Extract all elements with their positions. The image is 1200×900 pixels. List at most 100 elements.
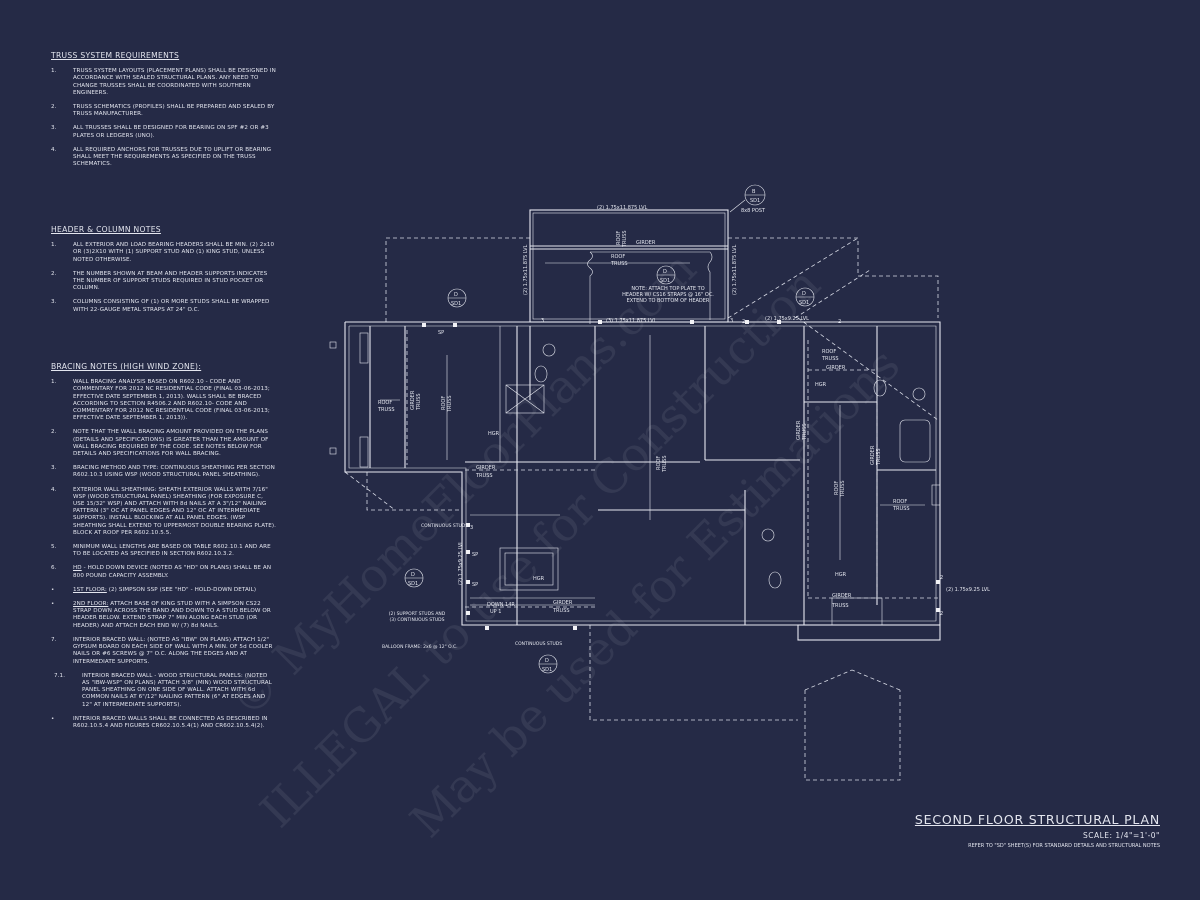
svg-text:HGR: HGR <box>533 576 545 582</box>
note-label: 1ST FLOOR: <box>73 586 107 593</box>
svg-text:2: 2 <box>940 611 943 617</box>
svg-text:2: 2 <box>742 319 745 325</box>
note-item: 3. BRACING METHOD AND TYPE: CONTINUOUS SH… <box>48 465 276 479</box>
note-number: 7.1. <box>54 672 66 679</box>
watermark: © MyHomeFloorPlans.com ILLEGAL to use fo… <box>220 241 910 848</box>
note-item: 2.NOTE THAT THE WALL BRACING AMOUNT PROV… <box>48 429 276 458</box>
svg-text:3: 3 <box>470 525 473 531</box>
note-item: 1.WALL BRACING ANALYSIS BASED ON R602.10… <box>48 379 276 422</box>
support-studs-note: (2) SUPPORT STUDS AND (3) CONTINUOUS STU… <box>388 612 446 623</box>
note-body: ALL TRUSSES SHALL BE DESIGNED FOR BEARIN… <box>73 125 269 139</box>
note-item: •INTERIOR BRACED WALLS SHALL BE CONNECTE… <box>48 716 276 730</box>
svg-text:BALLOON FRAME: 2x6 @ 12" O.C.: BALLOON FRAME: 2x6 @ 12" O.C. <box>382 644 458 650</box>
svg-text:HGR: HGR <box>835 572 847 578</box>
note-body: WALL BRACING ANALYSIS BASED ON R602.10 -… <box>73 379 270 422</box>
support-posts <box>422 320 940 630</box>
note-body: INTERIOR BRACED WALL: (NOTED AS "IBW" ON… <box>73 636 273 665</box>
svg-text:SP: SP <box>472 582 478 588</box>
note-text: INTERIOR BRACED WALL: (NOTED AS "IBW" ON… <box>73 637 276 666</box>
note-number: 7. <box>51 636 57 643</box>
svg-text:D: D <box>411 572 415 578</box>
svg-text:GIRDER: GIRDER <box>410 390 416 410</box>
note-text: MINIMUM WALL LENGTHS ARE BASED ON TABLE … <box>73 544 276 558</box>
svg-text:ROOF: ROOF <box>822 349 836 355</box>
note-text: TRUSS SYSTEM LAYOUTS (PLACEMENT PLANS) S… <box>73 68 276 97</box>
svg-text:TRUSS: TRUSS <box>377 407 395 413</box>
svg-text:(2) 1.75x11.875 LVL: (2) 1.75x11.875 LVL <box>523 244 529 295</box>
note-item: 4. EXTERIOR WALL SHEATHING: SHEATH EXTERI… <box>48 487 276 537</box>
svg-text:GIRDER: GIRDER <box>870 445 876 465</box>
svg-text:GIRDER: GIRDER <box>826 365 846 371</box>
note-body: EXTERIOR WALL SHEATHING: SHEATH EXTERIOR… <box>73 486 276 536</box>
svg-text:ROOF: ROOF <box>834 481 840 495</box>
svg-text:SD1: SD1 <box>750 198 760 204</box>
note-number: 4. <box>51 486 57 493</box>
svg-text:DOWN 14R: DOWN 14R <box>487 602 515 608</box>
note-item: 6.HD - HOLD DOWN DEVICE (NOTED AS "HD" O… <box>48 565 276 579</box>
svg-text:UP 1: UP 1 <box>490 609 501 615</box>
note-text: BRACING METHOD AND TYPE: CONTINUOUS SHEA… <box>73 465 276 479</box>
svg-text:ROOF: ROOF <box>378 400 392 406</box>
svg-text:ROOF: ROOF <box>893 499 907 505</box>
svg-text:(2) 1.75x9.25 LVL: (2) 1.75x9.25 LVL <box>458 541 464 585</box>
svg-text:SP: SP <box>438 330 444 336</box>
note-body: - HOLD DOWN DEVICE (NOTED AS "HD" ON PLA… <box>73 565 272 579</box>
svg-text:(2) 1.75x9.25 LVL: (2) 1.75x9.25 LVL <box>946 587 990 593</box>
note-body: COLUMNS CONSISTING OF (1) OR MORE STUDS … <box>73 299 270 313</box>
note-label: HD <box>73 565 82 572</box>
header-notes-list: 1. ALL EXTERIOR AND LOAD BEARING HEADERS … <box>48 242 276 314</box>
note-item: •2ND FLOOR: ATTACH BASE OF KING STUD WIT… <box>48 601 276 630</box>
note-body: ATTACH BASE OF KING STUD WITH A SIMPSON … <box>73 601 271 629</box>
svg-text:SD1: SD1 <box>408 581 418 587</box>
svg-text:SD1: SD1 <box>451 301 461 307</box>
note-number: 1. <box>51 68 57 75</box>
note-item: 1. ALL EXTERIOR AND LOAD BEARING HEADERS … <box>48 242 276 264</box>
plan-title: SECOND FLOOR STRUCTURAL PLAN <box>914 812 1160 827</box>
svg-text:(2) 1.75x9.25 LVL: (2) 1.75x9.25 LVL <box>765 316 809 322</box>
svg-text:(2) 1.75x11.875 LVL: (2) 1.75x11.875 LVL <box>597 205 648 211</box>
note-body: ALL REQUIRED ANCHORS FOR TRUSSES DUE TO … <box>73 146 272 168</box>
title-block: SECOND FLOOR STRUCTURAL PLAN SCALE: 1/4"… <box>915 812 1160 849</box>
note-number: • <box>51 715 55 722</box>
svg-text:TRUSS: TRUSS <box>552 608 570 614</box>
svg-text:TRUSS: TRUSS <box>821 356 839 362</box>
truss-notes-list: 1. TRUSS SYSTEM LAYOUTS (PLACEMENT PLANS)… <box>48 68 276 168</box>
svg-text:ROOF: ROOF <box>441 396 447 410</box>
svg-text:B: B <box>752 189 756 195</box>
roof-truss-vertical-labels: GIRDER TRUSS ROOF TRUSS ROOF TRUSS ROOF … <box>410 230 882 498</box>
svg-text:D: D <box>454 292 458 298</box>
refer-note: REFER TO "SD" SHEET(S) FOR STANDARD DETA… <box>968 843 1160 849</box>
svg-text:SD1: SD1 <box>660 278 670 284</box>
header-strap-note: NOTE: ATTACH TOP PLATE TO HEADER W/ CS16… <box>622 286 714 304</box>
svg-text:TRUSS: TRUSS <box>802 423 808 441</box>
note-number: 3. <box>51 465 57 472</box>
svg-text:GIRDER: GIRDER <box>832 593 852 599</box>
note-text: INTERIOR BRACED WALL - WOOD STRUCTURAL P… <box>82 673 276 709</box>
note-text: WALL BRACING ANALYSIS BASED ON R602.10 -… <box>73 379 276 422</box>
note-number: 3. <box>51 299 57 306</box>
svg-text:ILLEGAL to use for Constructio: ILLEGAL to use for Construction <box>250 257 831 838</box>
plan-scale: SCALE: 1/4"=1'-0" <box>1082 831 1160 840</box>
note-item: 3. COLUMNS CONSISTING OF (1) OR MORE STUD… <box>48 299 276 313</box>
svg-text:TRUSS: TRUSS <box>840 480 846 498</box>
svg-text:TRUSS: TRUSS <box>610 261 628 267</box>
note-body: TRUSS SCHEMATICS (PROFILES) SHALL BE PRE… <box>73 104 275 118</box>
note-body: TRUSS SYSTEM LAYOUTS (PLACEMENT PLANS) S… <box>73 68 276 96</box>
svg-text:8x8 POST: 8x8 POST <box>741 208 766 214</box>
note-body: BRACING METHOD AND TYPE: CONTINUOUS SHEA… <box>73 465 275 479</box>
note-text: ALL EXTERIOR AND LOAD BEARING HEADERS SH… <box>73 242 276 264</box>
svg-text:3: 3 <box>541 318 544 324</box>
svg-text:HGR: HGR <box>488 431 500 437</box>
bracing-notes-heading: BRACING NOTES (HIGH WIND ZONE): <box>51 362 202 371</box>
note-text: 2ND FLOOR: ATTACH BASE OF KING STUD WITH… <box>73 601 276 630</box>
detail-callout-b: B SD1 8x8 POST <box>729 184 766 214</box>
note-item: 3.ALL TRUSSES SHALL BE DESIGNED FOR BEAR… <box>48 125 276 139</box>
note-item: 7. INTERIOR BRACED WALL: (NOTED AS "IBW" … <box>48 637 276 666</box>
svg-text:2: 2 <box>838 319 841 325</box>
svg-text:D: D <box>545 658 549 664</box>
note-body: NOTE THAT THE WALL BRACING AMOUNT PROVID… <box>73 429 269 458</box>
svg-text:CONTINUOUS STUDS: CONTINUOUS STUDS <box>421 523 468 529</box>
note-number: 1. <box>51 242 57 249</box>
note-text: THE NUMBER SHOWN AT BEAM AND HEADER SUPP… <box>73 271 276 293</box>
